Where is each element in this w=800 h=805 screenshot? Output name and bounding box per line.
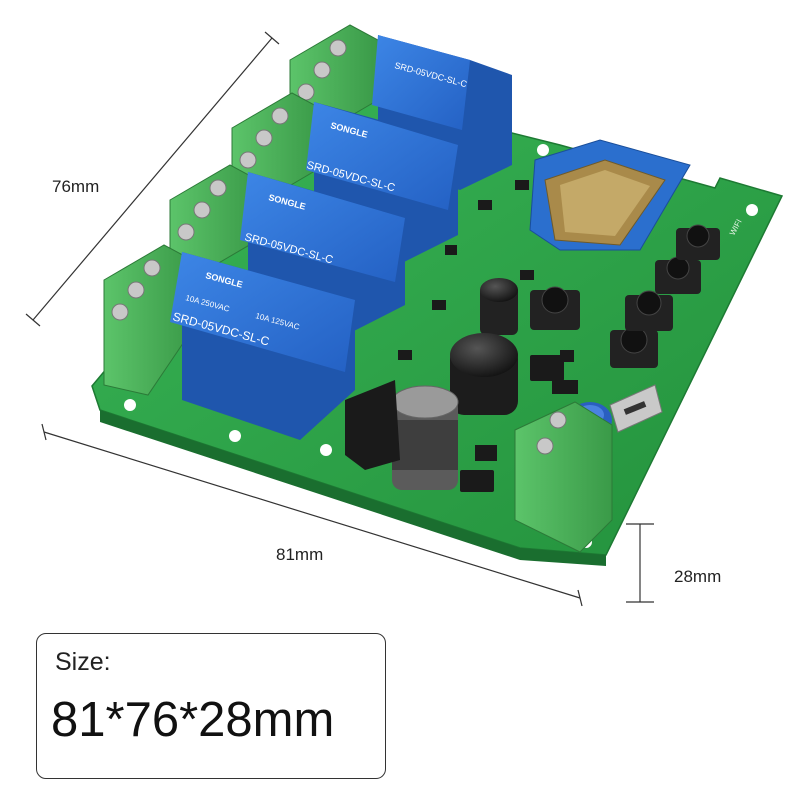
tact-button — [530, 286, 580, 330]
transformer — [345, 380, 400, 470]
smd-component — [398, 180, 578, 492]
size-value: 81*76*28mm — [51, 693, 335, 747]
size-info-box: Size: 81*76*28mm — [36, 633, 386, 779]
tact-button — [610, 326, 658, 368]
tact-button — [676, 224, 720, 260]
tact-button — [625, 290, 673, 331]
relay: SONGLE 10A 250VAC 10A 125VAC SRD-05VDC-S… — [170, 252, 355, 440]
usb-port — [609, 384, 663, 433]
dimension-line-width — [25, 31, 280, 327]
capacitor — [480, 278, 518, 335]
wifi-module — [529, 139, 691, 251]
mount-hole — [729, 322, 737, 330]
height-dimension-label: 28mm — [674, 567, 722, 586]
length-dimension-label: 81mm — [276, 545, 324, 564]
mount-hole — [537, 144, 549, 156]
width-dimension-label: 76mm — [52, 177, 100, 196]
dimension-line-height — [626, 523, 654, 603]
mount-hole — [229, 430, 241, 442]
capacitor — [391, 385, 459, 490]
terminal-block — [514, 401, 613, 553]
inductor — [450, 333, 518, 415]
dimension-line-length — [41, 423, 583, 607]
tact-button — [655, 256, 701, 294]
size-title: Size: — [55, 648, 111, 676]
mount-hole — [746, 204, 758, 216]
mount-hole — [686, 416, 694, 424]
mount-hole — [124, 399, 136, 411]
terminal-block — [103, 244, 193, 396]
mount-hole — [320, 444, 332, 456]
